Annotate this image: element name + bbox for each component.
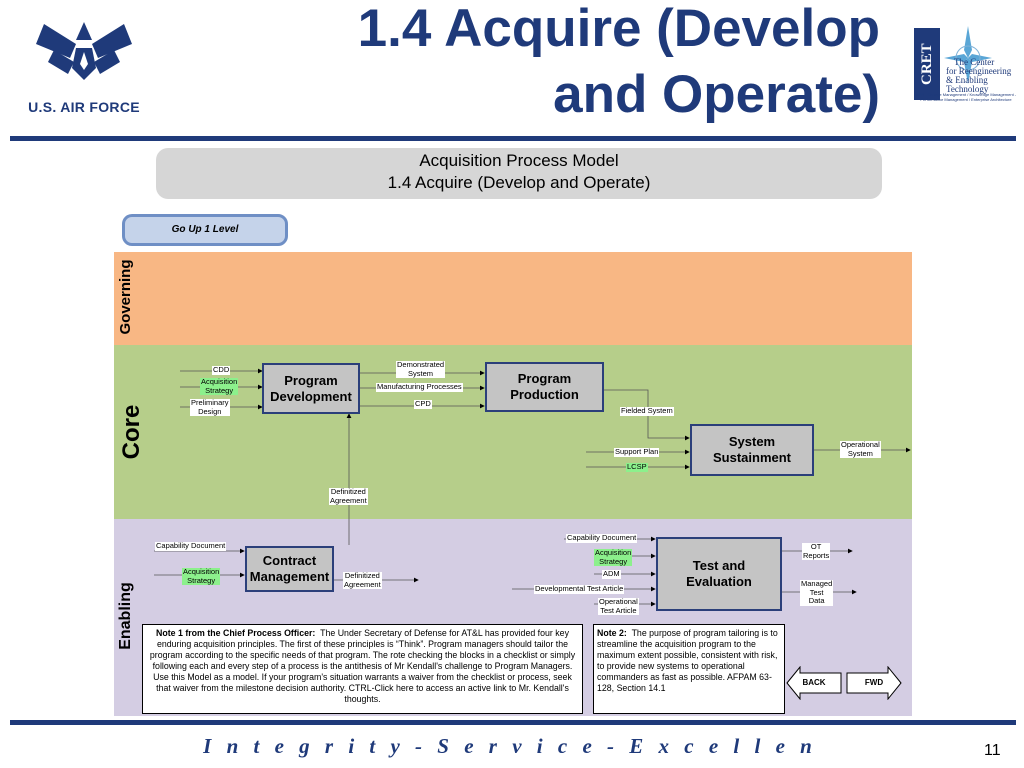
box-label-line: Program bbox=[284, 372, 338, 388]
label-line: Definitized bbox=[330, 487, 366, 496]
label-line: System bbox=[408, 368, 434, 378]
label-line: Operational bbox=[841, 440, 880, 449]
box-label-line: Development bbox=[270, 388, 352, 404]
label-line: OT bbox=[810, 542, 822, 551]
page-number: 11 bbox=[984, 742, 1001, 759]
label-cpd: CPD bbox=[414, 399, 432, 409]
box-label-line: Management bbox=[249, 569, 330, 584]
label-line: Test bbox=[809, 587, 824, 597]
back-button[interactable]: BACK bbox=[786, 665, 842, 701]
label-manufacturing-processes: Manufacturing Processes bbox=[376, 382, 463, 392]
box-label-line: Production bbox=[510, 387, 579, 402]
box-label-line: Contract bbox=[262, 553, 317, 568]
compass-star-icon bbox=[944, 26, 992, 84]
governing-band bbox=[114, 252, 912, 345]
label-line: Strategy bbox=[187, 575, 216, 585]
label-line: System bbox=[847, 448, 873, 458]
back-arrow-icon bbox=[786, 665, 842, 701]
note-2-title: Note 2: bbox=[597, 628, 627, 638]
cret-name: The Center for Reengineering & Enabling … bbox=[946, 58, 1011, 94]
label-line: Acquisition bbox=[201, 377, 238, 386]
top-rule bbox=[10, 136, 1016, 141]
label-line: Managed bbox=[801, 579, 833, 588]
label-lcsp: LCSP bbox=[626, 462, 648, 472]
note-2-body: The purpose of program tailoring is to s… bbox=[597, 628, 778, 693]
label-capability-document-right: Capability Document bbox=[566, 533, 638, 543]
label-line: Operational bbox=[599, 597, 638, 606]
forward-label: FWD bbox=[864, 678, 884, 687]
label-line: Acquisition bbox=[595, 548, 632, 557]
label-line: Strategy bbox=[599, 556, 628, 566]
label-line: Definitized bbox=[344, 571, 380, 580]
forward-arrow-icon bbox=[846, 665, 902, 701]
label-line: Design bbox=[198, 406, 222, 416]
footer-motto: I n t e g r i t y - S e r v i c e - E x … bbox=[203, 734, 817, 768]
cret-line-2: for Reengineering bbox=[946, 66, 1012, 76]
label-cdd: CDD bbox=[212, 365, 231, 375]
box-label-line: Test and bbox=[692, 558, 746, 573]
back-label: BACK bbox=[802, 678, 826, 687]
box-label-line: Evaluation bbox=[686, 574, 752, 589]
label-adm: ADM bbox=[602, 569, 621, 579]
cret-tagline: BPR - Change Management / Knowledge Mana… bbox=[915, 92, 1017, 102]
note-1-title: Note 1 from the Chief Process Officer: bbox=[156, 628, 316, 638]
page-title: 1.4 Acquire (Develop and Operate) bbox=[230, 0, 880, 128]
model-header: Acquisition Process Model 1.4 Acquire (D… bbox=[156, 148, 882, 199]
cret-logo: CRET The Center for Reengineering & Enab… bbox=[910, 24, 1018, 108]
cret-line-1: The Center bbox=[954, 57, 995, 67]
model-title-line-1: Acquisition Process Model bbox=[419, 151, 619, 170]
label-line: Agreement bbox=[344, 579, 381, 589]
air-force-text: U.S. AIR FORCE bbox=[28, 99, 140, 115]
box-label-line: Sustainment bbox=[712, 450, 791, 465]
note-1-body: The Under Secretary of Defense for AT&L … bbox=[149, 628, 576, 704]
box-label-line: System bbox=[728, 434, 776, 449]
forward-button[interactable]: FWD bbox=[846, 665, 902, 701]
bottom-rule bbox=[10, 720, 1016, 725]
note-2: Note 2: The purpose of program tailoring… bbox=[593, 624, 785, 714]
label-fielded-system: Fielded System bbox=[620, 406, 674, 416]
air-force-logo: U.S. AIR FORCE bbox=[14, 18, 154, 115]
label-capability-document-left: Capability Document bbox=[155, 541, 227, 551]
cret-line-4: Technology bbox=[946, 84, 989, 94]
go-up-level-button[interactable]: Go Up 1 Level bbox=[122, 214, 288, 246]
label-line: Test Article bbox=[600, 605, 637, 615]
cret-line-3: & Enabling bbox=[946, 75, 988, 85]
box-label-line: Program bbox=[517, 371, 572, 386]
label-support-plan: Support Plan bbox=[614, 447, 660, 457]
air-force-wings-icon bbox=[36, 22, 132, 80]
label-line: Preliminary bbox=[191, 398, 229, 407]
label-line: Agreement bbox=[330, 495, 367, 505]
label-line: Reports bbox=[803, 550, 830, 560]
title-line-1: 1.4 Acquire (Develop bbox=[357, 0, 880, 58]
title-line-2: and Operate) bbox=[553, 65, 880, 124]
label-line: Strategy bbox=[205, 385, 234, 395]
label-line: Acquisition bbox=[183, 567, 220, 576]
label-line: Demonstrated bbox=[397, 360, 445, 369]
model-title-line-2: 1.4 Acquire (Develop and Operate) bbox=[387, 173, 651, 192]
label-developmental-test-article: Developmental Test Article bbox=[534, 584, 625, 594]
note-1[interactable]: Note 1 from the Chief Process Officer: T… bbox=[142, 624, 583, 714]
label-line: Data bbox=[808, 596, 825, 605]
